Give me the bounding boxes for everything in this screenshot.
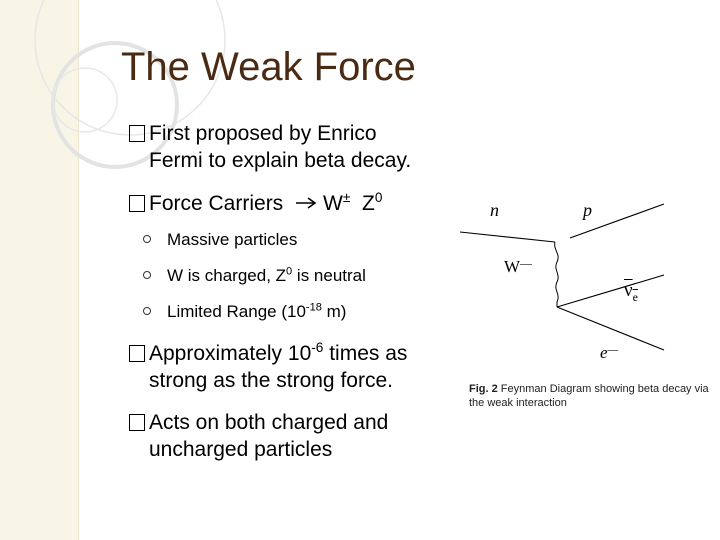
circle-bullet-icon: [143, 307, 151, 315]
feynman-lines: [459, 203, 665, 351]
subbullet-charge: W is charged, Z0 is neutral: [143, 266, 366, 286]
feynman-diagram: n p W— νe e—: [459, 180, 720, 380]
label-neutron: n: [490, 200, 499, 220]
subbullet-range: Limited Range (10-18 m): [143, 302, 346, 322]
bullet-acts-on: Acts on both charged and uncharged parti…: [129, 409, 388, 463]
bullet-box-icon: [129, 125, 145, 142]
figure-caption: Fig. 2 Feynman Diagram showing beta deca…: [469, 383, 709, 409]
subbullet-massive: Massive particles: [143, 230, 297, 250]
bullet-strength: Approximately 10-6 times as strong as th…: [129, 340, 407, 394]
bullet-box-icon: [129, 195, 145, 212]
bullet-fermi: First proposed by Enrico Fermi to explai…: [129, 120, 411, 174]
bullet-force-carriers: Force Carriers W± Z0: [129, 190, 382, 217]
label-electron: e—: [600, 342, 619, 362]
arrow-right-icon: [296, 197, 317, 209]
slide-title: The Weak Force: [121, 45, 416, 89]
bullet-box-icon: [129, 414, 145, 431]
bullet-box-icon: [129, 345, 145, 362]
circle-bullet-icon: [143, 235, 151, 243]
label-w-boson: W—: [504, 256, 533, 276]
left-decor-band: [0, 0, 79, 540]
label-proton: p: [583, 200, 592, 220]
decorative-circles: [34, 0, 226, 169]
label-antineutrino: νe: [624, 280, 638, 304]
circle-bullet-icon: [143, 271, 151, 279]
